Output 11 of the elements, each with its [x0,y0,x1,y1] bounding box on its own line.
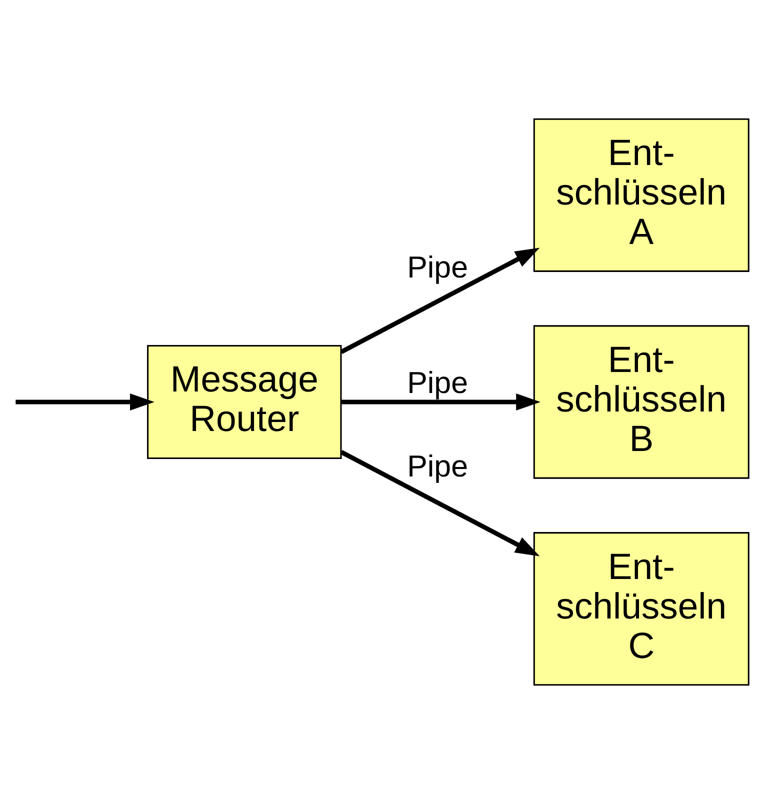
arrow [340,450,540,556]
arrow [340,247,540,354]
edge-label: Pipe [407,365,468,400]
edge-label: Pipe [407,449,468,484]
node-box: Ent- schlüsseln A [533,118,750,272]
node-box: Ent- schlüsseln B [533,324,750,478]
node-box: Message Router [147,344,342,459]
arrow [341,392,540,410]
edge-label: Pipe [407,250,468,284]
node-box: Ent- schlüsseln C [533,532,750,686]
arrow [16,392,154,410]
